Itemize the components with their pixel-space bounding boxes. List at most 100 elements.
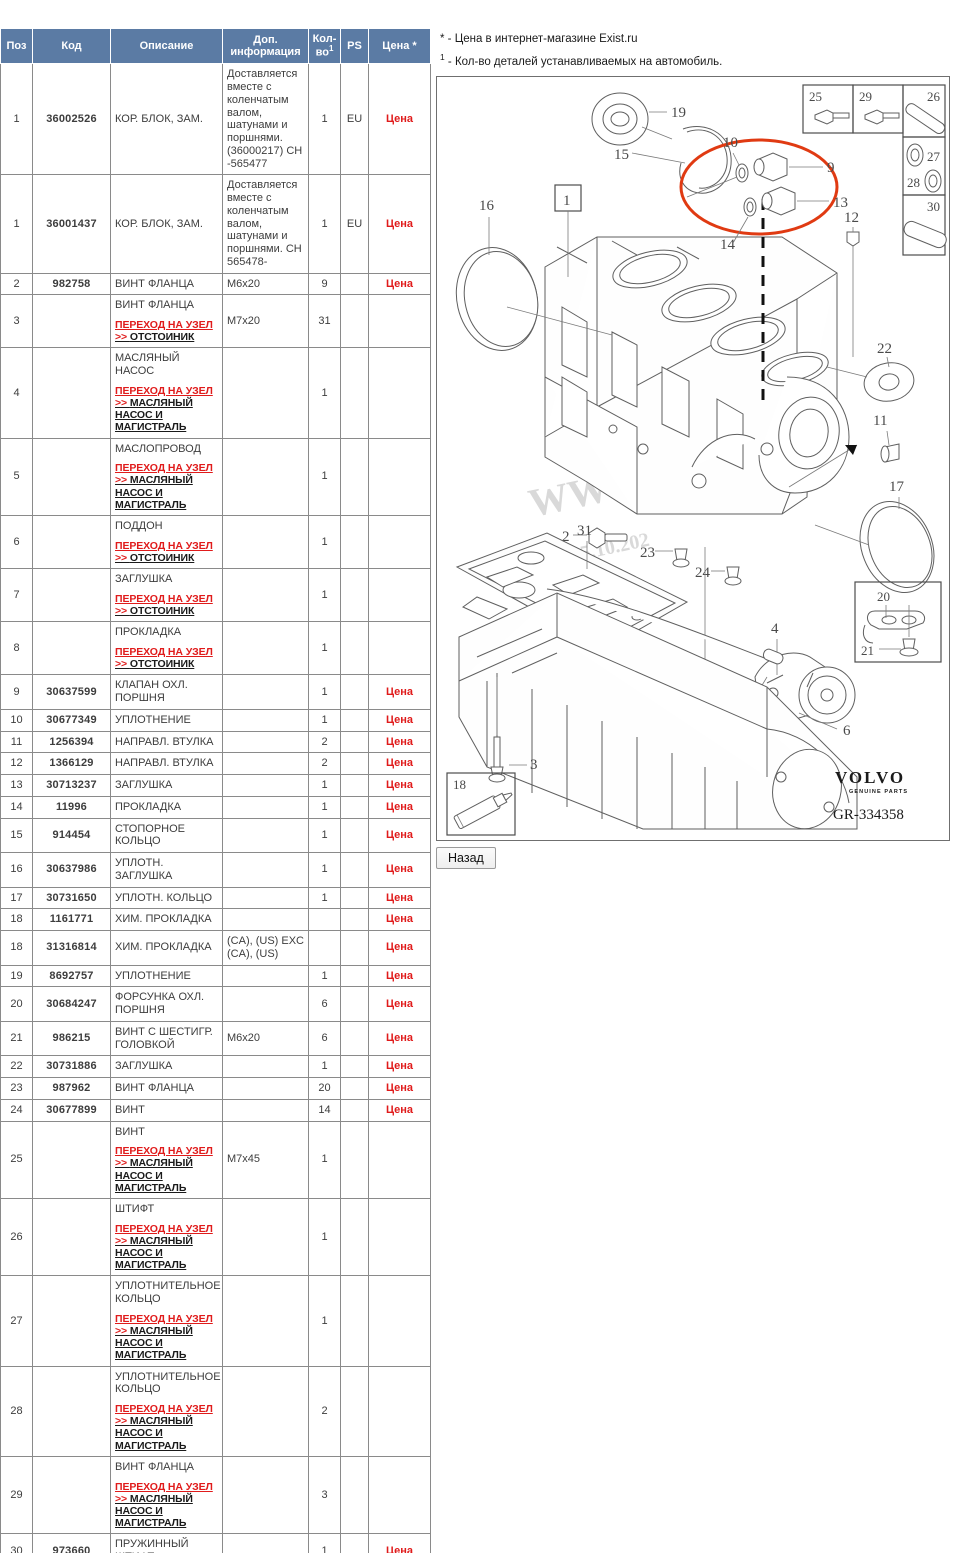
row-ps	[340, 437, 369, 517]
row-ps	[340, 1055, 369, 1079]
goto-node-link[interactable]: ПЕРЕХОД НА УЗЕЛ>> МАСЛЯНЫЙ НАСОС И МАГИС…	[115, 1481, 218, 1530]
part-24-screw	[724, 566, 742, 586]
price-link[interactable]: Цена	[385, 277, 414, 290]
link-arrow-icon: >>	[115, 1157, 130, 1170]
row-quantity: 1	[308, 674, 341, 710]
price-link[interactable]: Цена	[385, 735, 414, 748]
goto-node-link-target: >> МАСЛЯНЫЙ НАСОС И МАГИСТРАЛЬ	[115, 1234, 193, 1272]
col-header-code-label: Код	[61, 39, 82, 52]
part-14-gasket	[743, 197, 757, 217]
price-link[interactable]: Цена	[385, 217, 414, 230]
row-price: Цена	[368, 774, 431, 797]
col-header-ps-label: PS	[347, 39, 362, 52]
price-link[interactable]: Цена	[385, 779, 414, 792]
col-header-price-label: Цена *	[382, 39, 417, 52]
price-link[interactable]: Цена	[385, 713, 414, 726]
goto-node-link[interactable]: ПЕРЕХОД НА УЗЕЛ>> МАСЛЯНЫЙ НАСОС И МАГИС…	[115, 462, 218, 511]
link-arrow-icon: >>	[115, 1492, 130, 1505]
goto-node-link[interactable]: ПЕРЕХОД НА УЗЕЛ>> МАСЛЯНЫЙ НАСОС И МАГИС…	[115, 1145, 218, 1194]
price-link[interactable]: Цена	[385, 913, 414, 926]
goto-node-link-target: >> МАСЛЯНЫЙ НАСОС И МАГИСТРАЛЬ	[115, 1157, 193, 1194]
row-code: 30637599	[32, 674, 111, 710]
row-quantity: 1	[308, 774, 341, 797]
back-button[interactable]: Назад	[436, 846, 496, 869]
price-link[interactable]: Цена	[385, 891, 414, 904]
col-header-pos-label: Поз	[6, 39, 27, 52]
row-quantity: 1	[308, 852, 341, 888]
row-position: 27	[0, 1275, 33, 1367]
part-6-oil-pan	[458, 592, 858, 830]
row-position: 8	[0, 621, 33, 676]
part-description-text: ЗАГЛУШКА	[115, 573, 173, 586]
inset-box-20-21: 20 21	[854, 580, 942, 663]
row-price: Цена	[368, 1533, 431, 1553]
row-extra-info	[222, 730, 309, 754]
part-description-text: ВИНТ ФЛАНЦА	[115, 299, 194, 312]
row-price: Цена	[368, 795, 431, 819]
row-ps	[340, 1365, 369, 1457]
row-quantity: 2	[308, 730, 341, 754]
goto-node-link-target: >> ОТСТОИНИК	[115, 658, 195, 671]
goto-node-link-header: ПЕРЕХОД НА УЗЕЛ	[115, 1145, 213, 1158]
row-extra-info	[222, 752, 309, 776]
row-code	[32, 514, 111, 570]
row-extra-info: M6x20	[222, 272, 309, 296]
price-link[interactable]: Цена	[385, 941, 414, 954]
row-price	[368, 1197, 431, 1277]
price-link[interactable]: Цена	[385, 828, 414, 841]
exploded-view-diagram[interactable]: WWW.EXIST.RU 05.10.202	[436, 75, 950, 841]
part-description-text: ПРОКЛАДКА	[115, 626, 182, 639]
price-link[interactable]: Цена	[385, 863, 414, 876]
row-description: СТОПОРНОЕ КОЛЬЦО	[110, 817, 223, 854]
part-description-text: ВИНТ	[115, 1125, 145, 1138]
callout-11: 11	[873, 413, 887, 429]
goto-node-link[interactable]: ПЕРЕХОД НА УЗЕЛ>> МАСЛЯНЫЙ НАСОС И МАГИС…	[115, 1313, 218, 1362]
price-link[interactable]: Цена	[385, 112, 414, 125]
price-link[interactable]: Цена	[385, 1544, 414, 1553]
link-arrow-icon: >>	[115, 605, 130, 618]
row-position: 24	[0, 1098, 33, 1122]
row-code	[32, 621, 111, 676]
goto-node-link[interactable]: ПЕРЕХОД НА УЗЕЛ>> МАСЛЯНЫЙ НАСОС И МАГИС…	[115, 1223, 218, 1272]
row-ps	[340, 752, 369, 776]
row-extra-info: Доставляется вместе с коленчатым валом, …	[222, 63, 309, 176]
row-code: 11996	[32, 795, 111, 819]
goto-node-link-header: ПЕРЕХОД НА УЗЕЛ	[115, 319, 213, 332]
row-code: 973660	[32, 1533, 111, 1553]
goto-node-link[interactable]: ПЕРЕХОД НА УЗЕЛ>> МАСЛЯНЫЙ НАСОС И МАГИС…	[115, 1403, 218, 1452]
row-position: 16	[0, 852, 33, 888]
price-link[interactable]: Цена	[385, 997, 414, 1010]
row-quantity: 1	[308, 1055, 341, 1079]
price-link[interactable]: Цена	[385, 1082, 414, 1095]
price-link[interactable]: Цена	[385, 969, 414, 982]
price-link[interactable]: Цена	[385, 685, 414, 698]
row-ps	[340, 930, 369, 966]
row-extra-info: M6x20	[222, 1020, 309, 1057]
price-link[interactable]: Цена	[385, 1032, 414, 1045]
price-link[interactable]: Цена	[385, 1103, 414, 1116]
part-description-text: ВИНТ ФЛАНЦА	[115, 277, 194, 290]
goto-node-link[interactable]: ПЕРЕХОД НА УЗЕЛ>> ОТСТОИНИК	[115, 319, 218, 343]
price-link[interactable]: Цена	[385, 800, 414, 813]
callout-18: 18	[453, 777, 466, 792]
drawing-number: GR-334358	[833, 807, 904, 823]
svg-text:GENUINE PARTS: GENUINE PARTS	[849, 789, 908, 795]
goto-node-link[interactable]: ПЕРЕХОД НА УЗЕЛ>> ОТСТОИНИК	[115, 540, 218, 564]
part-description-text: ХИМ. ПРОКЛАДКА	[115, 913, 212, 926]
goto-node-link[interactable]: ПЕРЕХОД НА УЗЕЛ>> МАСЛЯНЫЙ НАСОС И МАГИС…	[115, 385, 218, 434]
part-description-text: УПЛОТНЕНИЕ	[115, 969, 191, 982]
price-link[interactable]: Цена	[385, 1060, 414, 1073]
price-link[interactable]: Цена	[385, 757, 414, 770]
goto-node-link[interactable]: ПЕРЕХОД НА УЗЕЛ>> ОТСТОИНИК	[115, 646, 218, 670]
goto-node-link-header: ПЕРЕХОД НА УЗЕЛ	[115, 1480, 213, 1493]
goto-node-link[interactable]: ПЕРЕХОД НА УЗЕЛ>> ОТСТОИНИК	[115, 593, 218, 617]
row-extra-info	[222, 1455, 309, 1535]
